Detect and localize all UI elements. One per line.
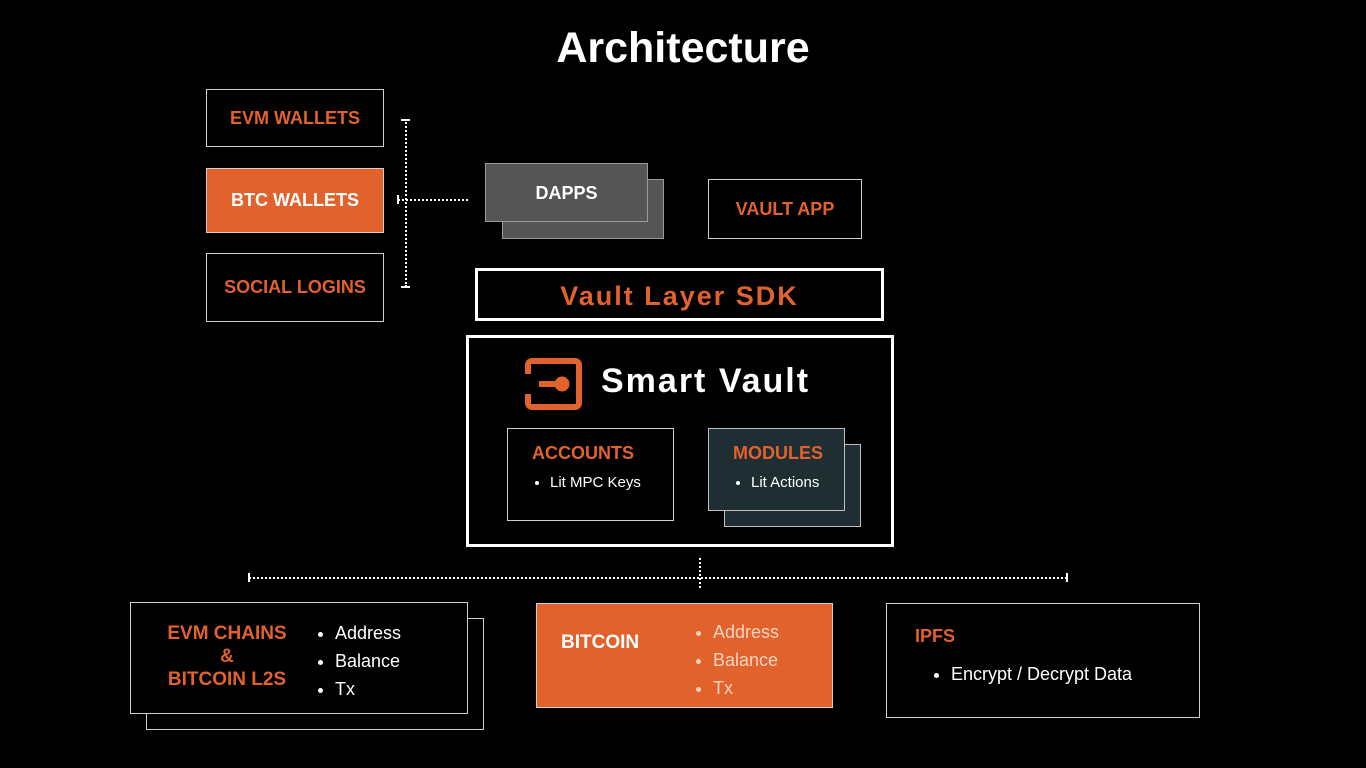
wallet-connector-cap-top (401, 119, 410, 121)
dapps-box: DAPPS (485, 163, 648, 222)
evm-wallets-box: EVM WALLETS (206, 89, 384, 147)
vault-layer-sdk-box: Vault Layer SDK (475, 268, 884, 321)
social-logins-box: SOCIAL LOGINS (206, 253, 384, 322)
btc-wallets-label: BTC WALLETS (231, 190, 359, 210)
vault-app-box: VAULT APP (708, 179, 862, 239)
btc-wallets-box: BTC WALLETS (206, 168, 384, 233)
vault-layer-sdk-label: Vault Layer SDK (560, 281, 799, 311)
dapps-label: DAPPS (535, 183, 598, 203)
modules-box: MODULES Lit Actions (708, 428, 845, 511)
modules-item: Lit Actions (751, 474, 844, 491)
evm-chains-label-line3: BITCOIN L2S (167, 669, 287, 690)
wallet-connector-horizontal (398, 199, 468, 201)
evm-chains-label: EVM CHAINS & BITCOIN L2S (147, 622, 307, 691)
evm-chains-item: Address (335, 619, 401, 647)
wallet-connector-vertical (405, 119, 407, 287)
evm-chains-list: Address Balance Tx (317, 619, 401, 703)
chain-connector-cap-left (248, 573, 250, 582)
ipfs-item: Encrypt / Decrypt Data (951, 664, 1132, 685)
evm-chains-box: EVM CHAINS & BITCOIN L2S Address Balance… (130, 602, 468, 714)
social-logins-label: SOCIAL LOGINS (224, 277, 366, 297)
accounts-box: ACCOUNTS Lit MPC Keys (507, 428, 674, 521)
smart-vault-title: Smart Vault (601, 362, 811, 400)
ipfs-box: IPFS Encrypt / Decrypt Data (886, 603, 1200, 718)
wallet-connector-cap-left (397, 195, 399, 204)
bitcoin-box: BITCOIN Address Balance Tx (536, 603, 833, 708)
wallet-connector-cap-bottom (401, 286, 410, 288)
vault-key-icon (525, 358, 583, 410)
evm-chains-item: Tx (335, 675, 401, 703)
evm-chains-item: Balance (335, 647, 401, 675)
bitcoin-list: Address Balance Tx (695, 618, 779, 702)
smart-vault-box (466, 335, 894, 547)
vault-app-label: VAULT APP (735, 198, 835, 219)
accounts-item: Lit MPC Keys (550, 474, 673, 491)
page-title: Architecture (556, 24, 810, 72)
chain-connector-cap-right (1066, 573, 1068, 582)
bitcoin-item: Tx (713, 674, 779, 702)
bitcoin-item: Address (713, 618, 779, 646)
evm-wallets-label: EVM WALLETS (230, 107, 360, 128)
ipfs-label: IPFS (915, 626, 956, 646)
evm-chains-label-line1: EVM CHAINS (167, 623, 287, 644)
accounts-label: ACCOUNTS (532, 443, 634, 463)
bitcoin-label: BITCOIN (561, 632, 640, 653)
ipfs-list: Encrypt / Decrypt Data (933, 664, 1132, 685)
evm-chains-label-line2: & (220, 646, 234, 667)
bitcoin-item: Balance (713, 646, 779, 674)
chain-connector-horizontal (249, 577, 1067, 579)
chain-connector-vertical (699, 558, 701, 588)
modules-label: MODULES (733, 443, 823, 463)
